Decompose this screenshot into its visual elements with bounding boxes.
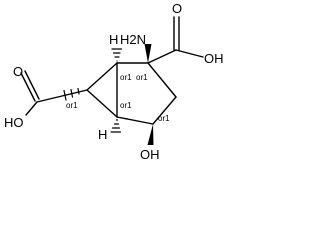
- bond-carboxyl-left-c-o-double-b: [24, 70, 40, 100]
- wedge-bond-c4-oh: [147, 124, 154, 145]
- bond-c1-c7: [86, 62, 118, 91]
- bond-carboxyl-left-c-oh: [25, 101, 38, 116]
- hashed-bond-c6-h: [110, 119, 122, 133]
- bond-carboxyl-left-c-o-double-a: [20, 72, 36, 102]
- bond-c6-c7: [86, 89, 118, 118]
- atom-oh-lower-left: HO: [4, 115, 24, 130]
- atom-h-bottom: H: [98, 127, 107, 142]
- stereo-label-c1: or1: [120, 73, 132, 82]
- stereo-label-c7: or1: [66, 101, 78, 110]
- bond-carboxyl-c-oh: [175, 49, 204, 58]
- stereo-label-c2: or1: [136, 73, 148, 82]
- hashed-bond-c7-carboxyl: [63, 87, 80, 101]
- molecule-structure: H H2N O OH O HO H OH or1 or1 or1 or1 or1: [4, 1, 224, 162]
- atom-oh-bottom: OH: [140, 147, 160, 162]
- hashed-bond-c1-h: [111, 48, 123, 62]
- bond-c2-c3: [147, 62, 177, 98]
- bond-c2-carboxyl-carbon: [147, 49, 177, 64]
- atom-o-upper-right: O: [172, 1, 182, 16]
- atom-h-top: H: [109, 32, 118, 47]
- atom-oh-upper-right: OH: [204, 51, 224, 66]
- atom-nh2: H2N: [120, 32, 146, 47]
- bond-c3-c4: [152, 96, 177, 125]
- bond-c4-c6: [116, 116, 154, 125]
- bond-c7-carboxyl-carbon: [36, 89, 88, 103]
- wedge-bond-c2-nh2: [144, 44, 152, 63]
- atom-o-upper-left: O: [13, 64, 23, 79]
- stereo-label-c6: or1: [120, 101, 132, 110]
- stereo-label-c4: or1: [158, 114, 170, 123]
